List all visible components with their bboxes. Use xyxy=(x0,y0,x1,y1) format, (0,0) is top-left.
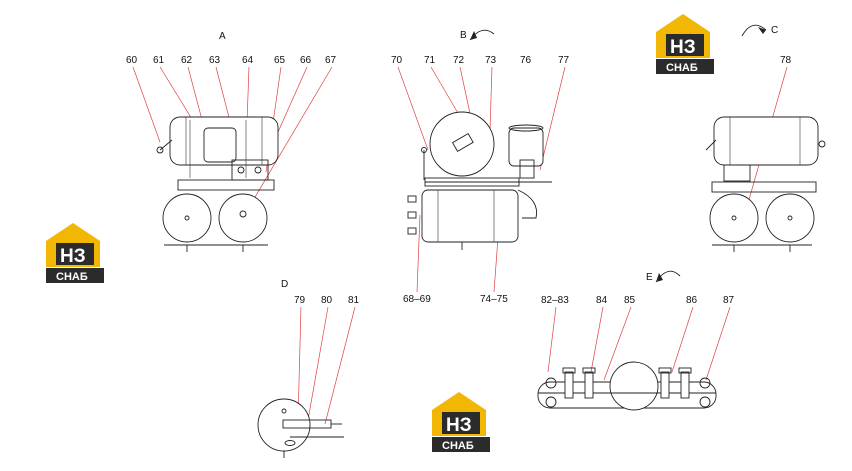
callout-70[interactable]: 70 xyxy=(391,55,403,66)
arrow-head-b xyxy=(470,31,477,40)
callout-64[interactable]: 64 xyxy=(242,55,254,66)
callout-78[interactable]: 78 xyxy=(780,55,792,66)
air-tank-assembly-a xyxy=(156,116,279,252)
callout-71[interactable]: 71 xyxy=(424,55,436,66)
callout-80[interactable]: 80 xyxy=(321,295,333,306)
logo-watermark-top-right: НЗ СНАБ xyxy=(656,14,714,74)
view-e: E 82–83 84 85 86 87 xyxy=(537,270,735,411)
callout-81[interactable]: 81 xyxy=(348,295,360,306)
view-label-b: B xyxy=(460,30,467,41)
callout-60[interactable]: 60 xyxy=(126,55,138,66)
callout-82-83[interactable]: 82–83 xyxy=(541,295,569,306)
leaders-b xyxy=(397,66,566,293)
view-a: A 60 61 62 63 64 65 66 67 xyxy=(126,31,337,252)
mounting-bracket-e xyxy=(537,361,717,411)
callout-68-69[interactable]: 68–69 xyxy=(403,294,431,305)
view-b: B 70 71 72 73 76 77 68–69 74–75 xyxy=(391,29,570,305)
air-tank-assembly-b xyxy=(407,111,552,250)
view-label-e: E xyxy=(646,272,653,283)
callout-65[interactable]: 65 xyxy=(274,55,286,66)
view-label-d: D xyxy=(281,279,288,290)
svg-text:СНАБ: СНАБ xyxy=(56,271,88,283)
callout-63[interactable]: 63 xyxy=(209,55,221,66)
view-c: C 78 xyxy=(705,24,826,252)
callout-85[interactable]: 85 xyxy=(624,295,636,306)
svg-text:НЗ: НЗ xyxy=(670,37,696,58)
tank-end-view-d xyxy=(257,398,344,458)
callout-77[interactable]: 77 xyxy=(558,55,570,66)
logo-watermark-left: НЗ СНАБ xyxy=(46,223,104,283)
callout-87[interactable]: 87 xyxy=(723,295,735,306)
callout-74-75[interactable]: 74–75 xyxy=(480,294,508,305)
arrow-head-e xyxy=(656,273,663,282)
callout-86[interactable]: 86 xyxy=(686,295,698,306)
svg-text:НЗ: НЗ xyxy=(446,415,472,436)
callout-61[interactable]: 61 xyxy=(153,55,165,66)
svg-text:СНАБ: СНАБ xyxy=(666,62,698,74)
callout-76[interactable]: 76 xyxy=(520,55,532,66)
logo-watermark-bottom: НЗ СНАБ xyxy=(432,392,490,452)
view-label-c: C xyxy=(771,25,778,36)
rotation-arrow-c xyxy=(741,24,767,37)
view-label-a: A xyxy=(219,31,226,42)
svg-text:НЗ: НЗ xyxy=(60,246,86,267)
callout-66[interactable]: 66 xyxy=(300,55,312,66)
callout-73[interactable]: 73 xyxy=(485,55,497,66)
air-tank-assembly-c xyxy=(705,116,826,252)
arrow-head-c xyxy=(758,27,766,34)
callout-84[interactable]: 84 xyxy=(596,295,608,306)
callout-67[interactable]: 67 xyxy=(325,55,337,66)
svg-text:СНАБ: СНАБ xyxy=(442,440,474,452)
view-d: D 79 80 81 xyxy=(257,279,360,458)
callout-72[interactable]: 72 xyxy=(453,55,465,66)
leaders-d xyxy=(297,306,356,425)
callout-62[interactable]: 62 xyxy=(181,55,193,66)
callout-79[interactable]: 79 xyxy=(294,295,306,306)
